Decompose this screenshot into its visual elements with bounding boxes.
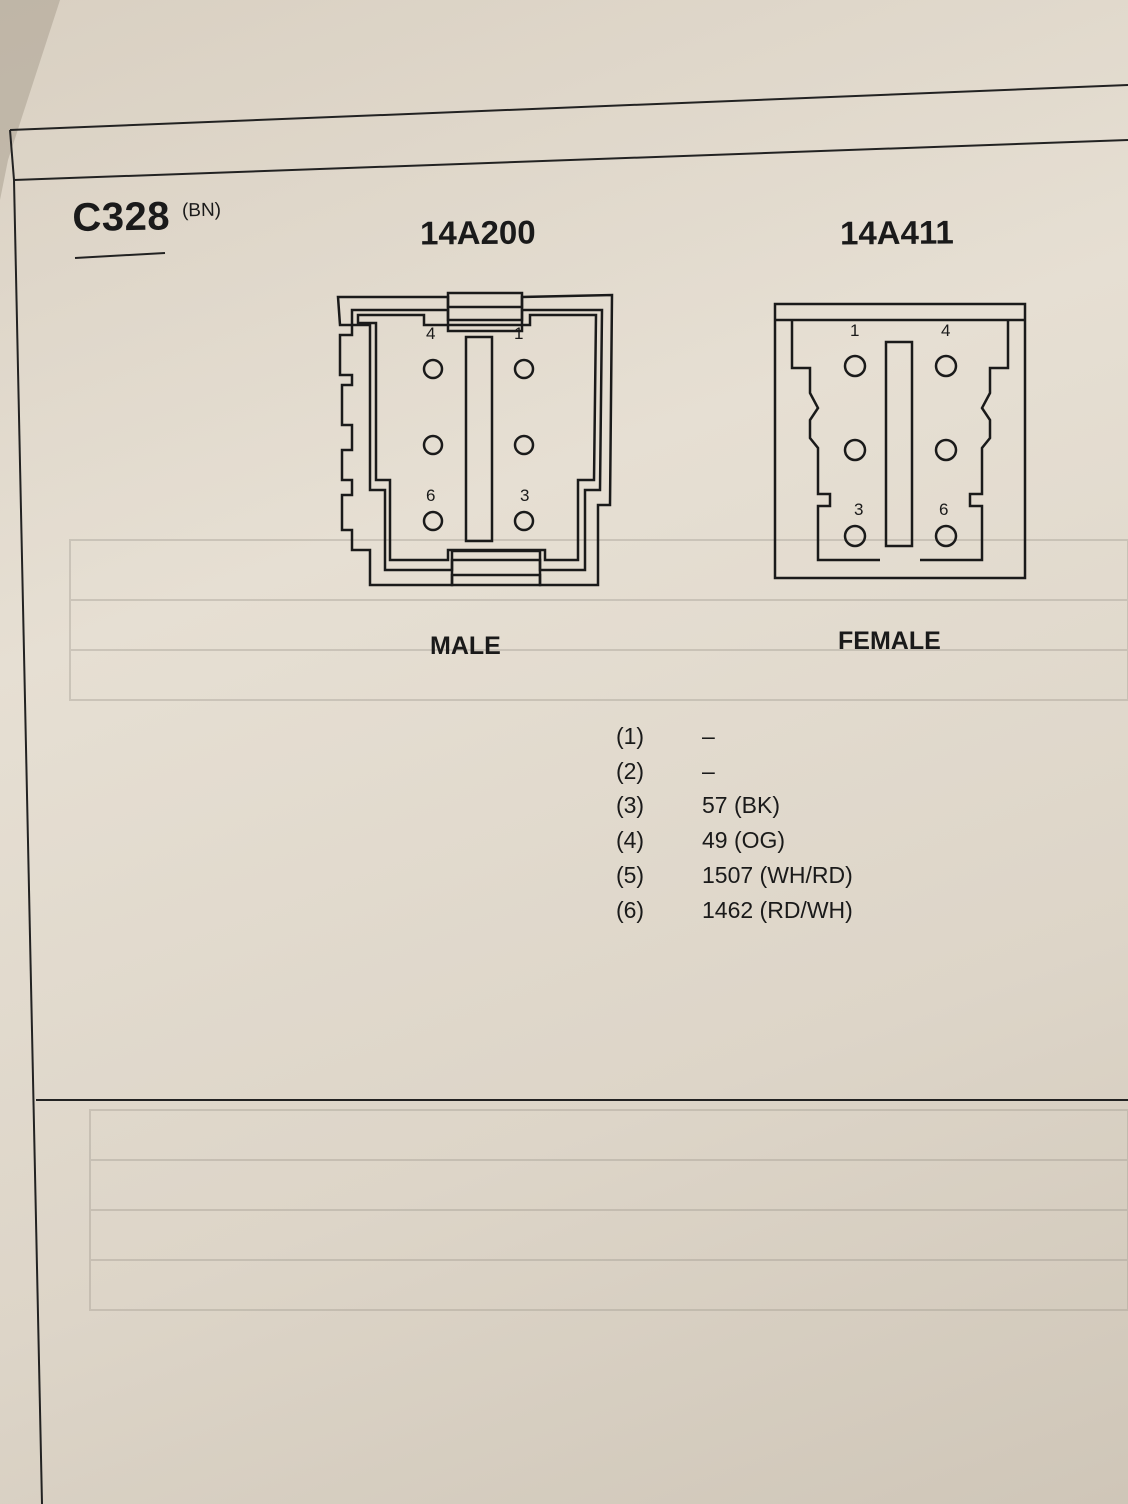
pin-number: (4)	[615, 827, 645, 853]
male-pin-label-1: 1	[514, 324, 524, 343]
male-pin-label-3: 3	[520, 486, 530, 505]
female-pin-label-4: 4	[941, 321, 951, 340]
female-pin-5	[934, 438, 958, 462]
male-pin-2	[513, 434, 535, 456]
male-pin-5	[422, 434, 444, 456]
female-pin-label-6: 6	[939, 500, 949, 519]
female-connector-diagram	[773, 302, 1027, 580]
female-pin-6	[934, 524, 958, 548]
pin-number: (1)	[615, 723, 645, 749]
male-label: MALE	[430, 632, 501, 660]
female-pin-2	[843, 438, 867, 462]
pin-number: (2)	[615, 758, 645, 784]
pin-number: (3)	[615, 792, 645, 818]
male-pin-label-6: 6	[426, 486, 436, 505]
male-pin-6	[422, 510, 444, 532]
circuit-value: –	[702, 758, 715, 784]
male-pin-1	[513, 358, 535, 380]
pin-number: (5)	[615, 862, 645, 888]
male-pin-3	[513, 510, 535, 532]
female-pin-label-1: 1	[850, 321, 860, 340]
connector-id: C328	[72, 194, 171, 240]
male-part-number: 14A200	[419, 213, 536, 252]
circuit-value: 49 (OG)	[702, 827, 786, 853]
female-pin-3	[843, 524, 867, 548]
female-pin-label-3: 3	[854, 500, 864, 519]
male-pin-label-4: 4	[426, 324, 436, 343]
female-label: FEMALE	[838, 627, 941, 655]
female-pin-1	[843, 354, 867, 378]
circuit-value: 1462 (RD/WH)	[702, 897, 853, 923]
female-part-number: 14A411	[839, 213, 954, 252]
female-pin-4	[934, 354, 958, 378]
circuit-value: 1507 (WH/RD)	[702, 862, 853, 888]
connector-color-code: (BN)	[181, 199, 222, 222]
male-pin-4	[422, 358, 444, 380]
male-connector-diagram	[336, 291, 614, 587]
circuit-value: 57 (BK)	[702, 792, 780, 818]
circuit-value: –	[702, 723, 715, 749]
pin-number: (6)	[615, 897, 645, 923]
